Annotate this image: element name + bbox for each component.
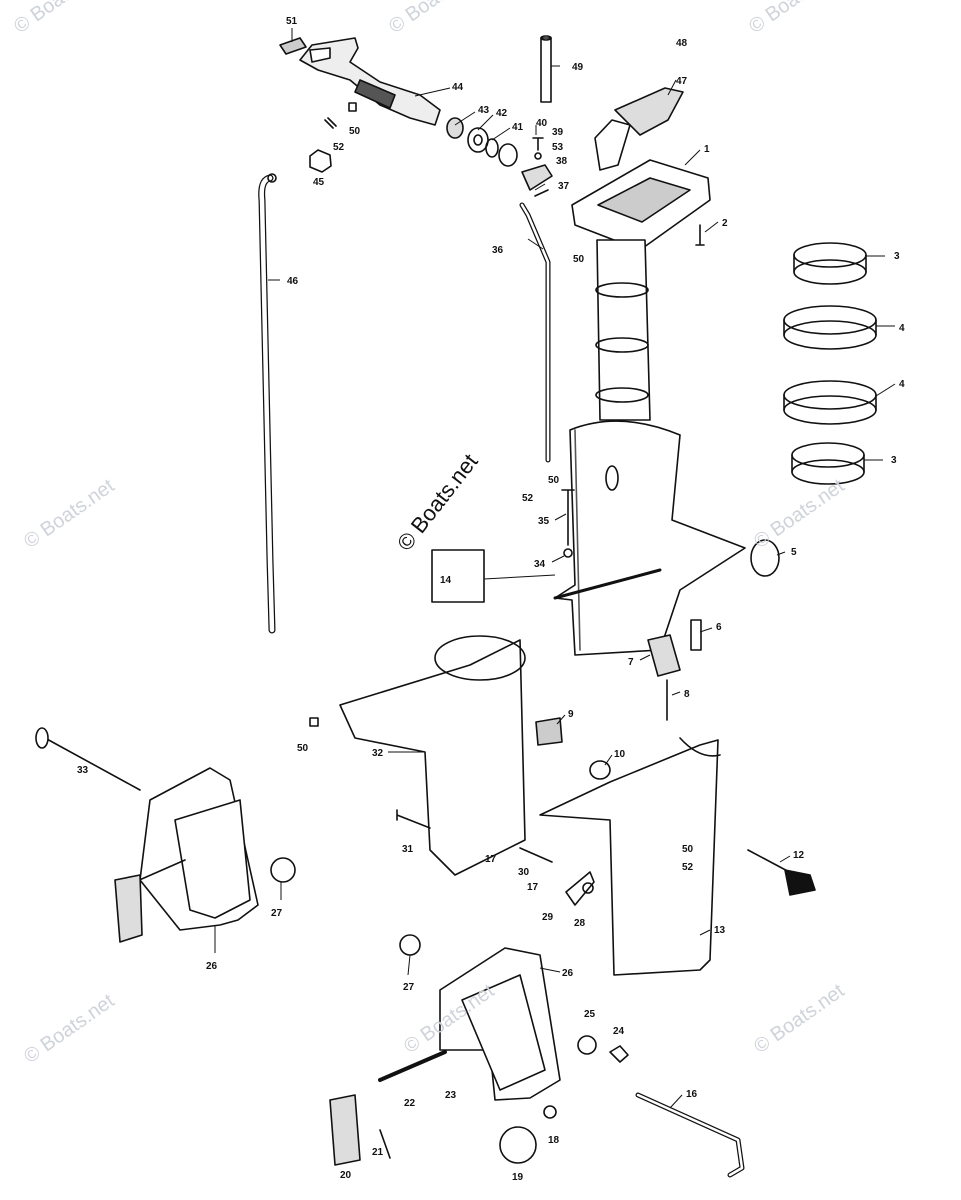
lever-part	[565, 871, 595, 906]
callout-43: 43	[478, 105, 490, 116]
callout-51: 51	[286, 16, 298, 27]
callout-42: 42	[496, 108, 508, 119]
washer-part	[498, 143, 518, 167]
callout-25: 25	[584, 1009, 596, 1020]
callout-50: 50	[297, 743, 309, 754]
callout-50: 50	[682, 844, 694, 855]
callout-49: 49	[572, 62, 584, 73]
pad-part	[535, 717, 563, 746]
washer-part	[399, 934, 421, 956]
callout-10: 10	[614, 749, 626, 760]
screw-part	[695, 224, 705, 246]
callout-36: 36	[492, 245, 504, 256]
plug-part	[750, 539, 780, 577]
callout-52: 52	[682, 862, 694, 873]
callout-24: 24	[613, 1026, 625, 1037]
callout-21: 21	[372, 1147, 384, 1158]
tiller-handle-part	[299, 37, 441, 126]
callout-6: 6	[716, 622, 722, 633]
callout-4: 4	[899, 379, 905, 390]
callout-39: 39	[552, 127, 564, 138]
bushing-part	[446, 117, 464, 139]
clamp-bracket-part	[539, 739, 719, 976]
callout-33: 33	[77, 765, 89, 776]
lower-housing-part	[554, 420, 746, 656]
callout-44: 44	[452, 82, 464, 93]
upper-housing-part	[596, 239, 651, 421]
callout-26: 26	[206, 961, 218, 972]
callout-2: 2	[722, 218, 728, 229]
callout-35: 35	[538, 516, 550, 527]
callout-41: 41	[512, 122, 524, 133]
bearing-part	[783, 380, 877, 410]
decal-part	[279, 37, 307, 55]
anode-part	[647, 634, 681, 677]
bushing-part	[589, 760, 611, 780]
callout-45: 45	[313, 177, 325, 188]
callout-29: 29	[542, 912, 554, 923]
callout-9: 9	[568, 709, 574, 720]
callout-23: 23	[445, 1090, 457, 1101]
callout-32: 32	[372, 748, 384, 759]
callout-3: 3	[894, 251, 900, 262]
callout-34: 34	[534, 559, 546, 570]
pin-part	[519, 847, 553, 863]
bearing-part	[783, 305, 877, 335]
pin-part	[690, 619, 702, 651]
callout-1: 1	[704, 144, 710, 155]
callout-48: 48	[676, 38, 688, 49]
swivel-bracket-part	[339, 639, 526, 876]
callout-46: 46	[287, 276, 299, 287]
callout-47: 47	[676, 76, 688, 87]
bolt-part	[561, 489, 575, 546]
callout-50: 50	[548, 475, 560, 486]
callout-50: 50	[349, 126, 361, 137]
cam-part	[521, 164, 553, 191]
callout-26: 26	[562, 968, 574, 979]
callout-16: 16	[686, 1089, 698, 1100]
nut-part	[309, 149, 332, 173]
callout-8: 8	[684, 689, 690, 700]
callout-14: 14	[440, 575, 452, 586]
callout-50: 50	[573, 254, 585, 265]
screw-part	[532, 137, 544, 151]
callout-27: 27	[271, 908, 283, 919]
bolt-part	[44, 737, 141, 791]
callout-17: 17	[485, 854, 497, 865]
callout-28: 28	[574, 918, 586, 929]
callout-4: 4	[899, 323, 905, 334]
callout-5: 5	[791, 547, 797, 558]
o-ring-part	[485, 138, 499, 158]
callout-18: 18	[548, 1135, 560, 1146]
pad-part	[499, 1126, 537, 1164]
callout-20: 20	[340, 1170, 352, 1181]
nut-part	[609, 1045, 629, 1063]
callout-19: 19	[512, 1172, 524, 1183]
callout-7: 7	[628, 657, 634, 668]
callout-52: 52	[522, 493, 534, 504]
callout-13: 13	[714, 925, 726, 936]
bolt-part	[396, 809, 431, 829]
callout-3: 3	[891, 455, 897, 466]
callout-22: 22	[404, 1098, 416, 1109]
callout-40: 40	[536, 118, 548, 129]
callout-38: 38	[556, 156, 568, 167]
clamp-screw-part	[378, 1050, 447, 1082]
washer-part	[577, 1035, 597, 1055]
washer-part	[270, 857, 296, 883]
callout-53: 53	[552, 142, 564, 153]
cover-part	[614, 87, 684, 136]
callout-30: 30	[518, 867, 530, 878]
callout-52: 52	[333, 142, 345, 153]
pin-part	[540, 37, 552, 103]
callout-27: 27	[403, 982, 415, 993]
callout-12: 12	[793, 850, 805, 861]
callout-31: 31	[402, 844, 414, 855]
inset-box	[431, 549, 485, 603]
callout-37: 37	[558, 181, 570, 192]
callout-17: 17	[527, 882, 539, 893]
